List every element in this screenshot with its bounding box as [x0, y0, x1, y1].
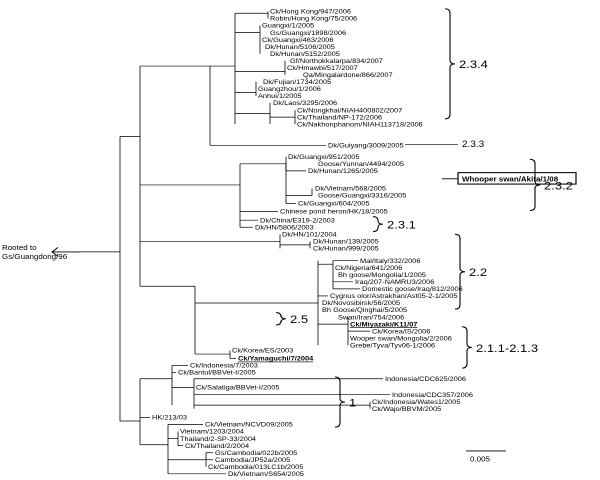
clade-label: 2.1.1-2.1.3	[476, 342, 538, 355]
leaf-label: Dk/Guangxi/951/2005	[288, 154, 360, 161]
leaf-label: Ck/Indonesia/7/2003	[190, 363, 258, 370]
leaf-label: Anhui/1/2005	[258, 94, 302, 101]
leaf-label: Vietnam/1203/2004	[180, 429, 244, 436]
leaf-label: Ck/Indonesia/Wates1/2005	[372, 399, 461, 406]
leaf-label: Dk/Hunan/1265/2005	[308, 168, 378, 175]
leaf-label: Ck/Vietnam/NCVD09/2005	[205, 422, 293, 429]
leaf-label: Dk/HN/5806/2003	[255, 225, 314, 232]
leaf-label: Dk/Hunan/139/2005	[313, 239, 379, 246]
leaf-label: Dk/Fujian/1734/2005	[263, 79, 331, 86]
leaf-label: Cygnus olor/Astrakhan/Ast05-2-1/2005	[330, 293, 458, 300]
clade-label: 1	[349, 396, 356, 409]
leaf-label: Dk/Novosibirsk/56/2005	[322, 301, 400, 308]
leaf-label: Gs/Cambodia/022b/2005	[215, 450, 297, 457]
leaf-label: Goose/Yunnan/4494/2005	[318, 161, 404, 168]
leaf-label: Ck/Korea/IS/2006	[372, 329, 431, 336]
leaf-label: Qa/Mingalardone/866/2007	[303, 72, 393, 79]
leaf-label: Gf/Northokkalarpa/834/2007	[290, 58, 383, 65]
leaf-label: Swan/Iran/754/2006	[338, 315, 404, 322]
leaf-label: Wooper swan/Mongolia/2/2006	[350, 336, 452, 343]
leaf-label: Grebe/Tyva/Tyv06-1/2006	[350, 343, 435, 350]
leaf-label: Dk/Vietnam/S654/2005	[228, 471, 304, 478]
clade-bracket	[444, 8, 456, 120]
leaf-label: Dk/Vietnam/568/2005	[315, 186, 386, 193]
leaf-label: Dk/China/E319-2/2003	[260, 218, 335, 225]
root-arrow-icon	[51, 247, 80, 257]
leaf-label: Ck/Bantul/BBVet-I/2005	[178, 370, 256, 377]
clade-brackets: 2.3.4 2.3.3 2.3.2 2.3.1 2.2 2.5 2.1.1-2.1.3 1	[275, 8, 573, 428]
leaf-label: Ck/Korea/ES/2003	[232, 348, 293, 355]
leaf-label: Robin/Hong Kong/75/2006	[270, 16, 357, 23]
leaf-label: Iraq/207-NAMRU3/2006	[355, 279, 434, 286]
clade-bracket	[275, 312, 287, 326]
leaf-label: Dk/HN/101/2004	[282, 232, 337, 239]
clade-label: 2.3.2	[544, 179, 573, 192]
leaf-label: Dk/Laos/3295/2006	[273, 101, 337, 108]
leaf-label: Ck/Hong Kong/947/2006	[270, 9, 351, 16]
leaf-label: Ck/Wajo/BBVM/2005	[372, 406, 441, 413]
clade-label: 2.2	[469, 266, 487, 279]
leaf-label: Indonesia/CDC357/2006	[392, 392, 473, 399]
leaf-label: Ck/Cambodia/013LC1b/2005	[208, 464, 304, 471]
clade-label: 2.3.3	[462, 139, 484, 149]
leaf-label: Dk/Hunan/5106/2005	[265, 44, 335, 51]
scale-label: 0.005	[470, 455, 490, 463]
leaf-label: Ck/Salatiga/BBVet-I/2005	[196, 385, 280, 392]
clade-bracket	[461, 326, 473, 369]
leaf-label: Ck/Nongkhai/NIAH400802/2007	[297, 108, 402, 115]
leaf-label: Guangzhou/1/2006	[258, 86, 321, 93]
leaf-label: HK/213/03	[152, 415, 187, 422]
clade-bracket	[454, 233, 466, 310]
leaf-label: Cambodia/JP52a/2005	[215, 457, 290, 464]
leaf-label: Ck/Miyazaki/K11/07	[350, 322, 418, 329]
leaf-label: Ck/Guangxi/604/2005	[298, 201, 370, 208]
leaf-label: Ck/Hunan/999/2005	[313, 246, 379, 253]
leaf-label: Indonesia/CDC625/2006	[385, 376, 466, 383]
leaf-label: Dk/Hunan/5152/2005	[270, 51, 340, 58]
leaf-label: Chinese pond heron/HK/18/2005	[280, 209, 388, 216]
leaf-label: Mal/Italy/332/2006	[360, 258, 421, 265]
leaf-label: Ck/Thailand/2/2004	[185, 443, 249, 450]
leaf-label: Bh Goose/Qinghai/5/2005	[322, 308, 407, 315]
highlight-label: Whooper swan/Akita/1/08	[462, 175, 558, 183]
tree-branches	[80, 11, 390, 475]
leaf-label: Dk/Guiyang/3009/2005	[328, 143, 404, 150]
leaf-label: Ck/Thailand/NP-172/2006	[297, 115, 382, 122]
highlight-box	[457, 172, 577, 185]
leaf-label: Ck/Guangxi/463/2006	[262, 37, 334, 44]
root-label-line2: Gs/Guangdong/96	[2, 252, 67, 260]
clade-label: 2.5	[290, 313, 308, 326]
clade-bracket	[334, 376, 346, 428]
leaf-label: Ck/Yamaguchi/7/2004	[238, 356, 313, 363]
clade-label: 2.3.1	[387, 218, 416, 231]
leaf-label: Goose/Guangxi/3316/2005	[318, 193, 407, 200]
clade-label: 2.3.4	[459, 58, 488, 71]
leaf-label: Ck/Nakhonphanom/NIAH113718/2006	[297, 122, 423, 129]
leaf-label: Thailand/2-SP-33/2004	[180, 436, 256, 443]
leaf-label: Ck/Hmawbi/517/2007	[287, 65, 358, 72]
leaf-label: Bh goose/Mongolia/1/2005	[338, 272, 426, 279]
leaf-label: Guangxi/1/2005	[262, 23, 314, 30]
leaf-label: Domestic goose/Iraq/812/2006	[362, 286, 463, 293]
root-label-line1: Rooted to	[2, 244, 37, 252]
clade-bracket	[372, 216, 384, 233]
leaf-label: Gs/Guangxi/1898/2006	[270, 30, 346, 37]
leaf-label: Ck/Nigeria/641/2006	[335, 265, 403, 272]
clade-bracket	[529, 158, 541, 211]
